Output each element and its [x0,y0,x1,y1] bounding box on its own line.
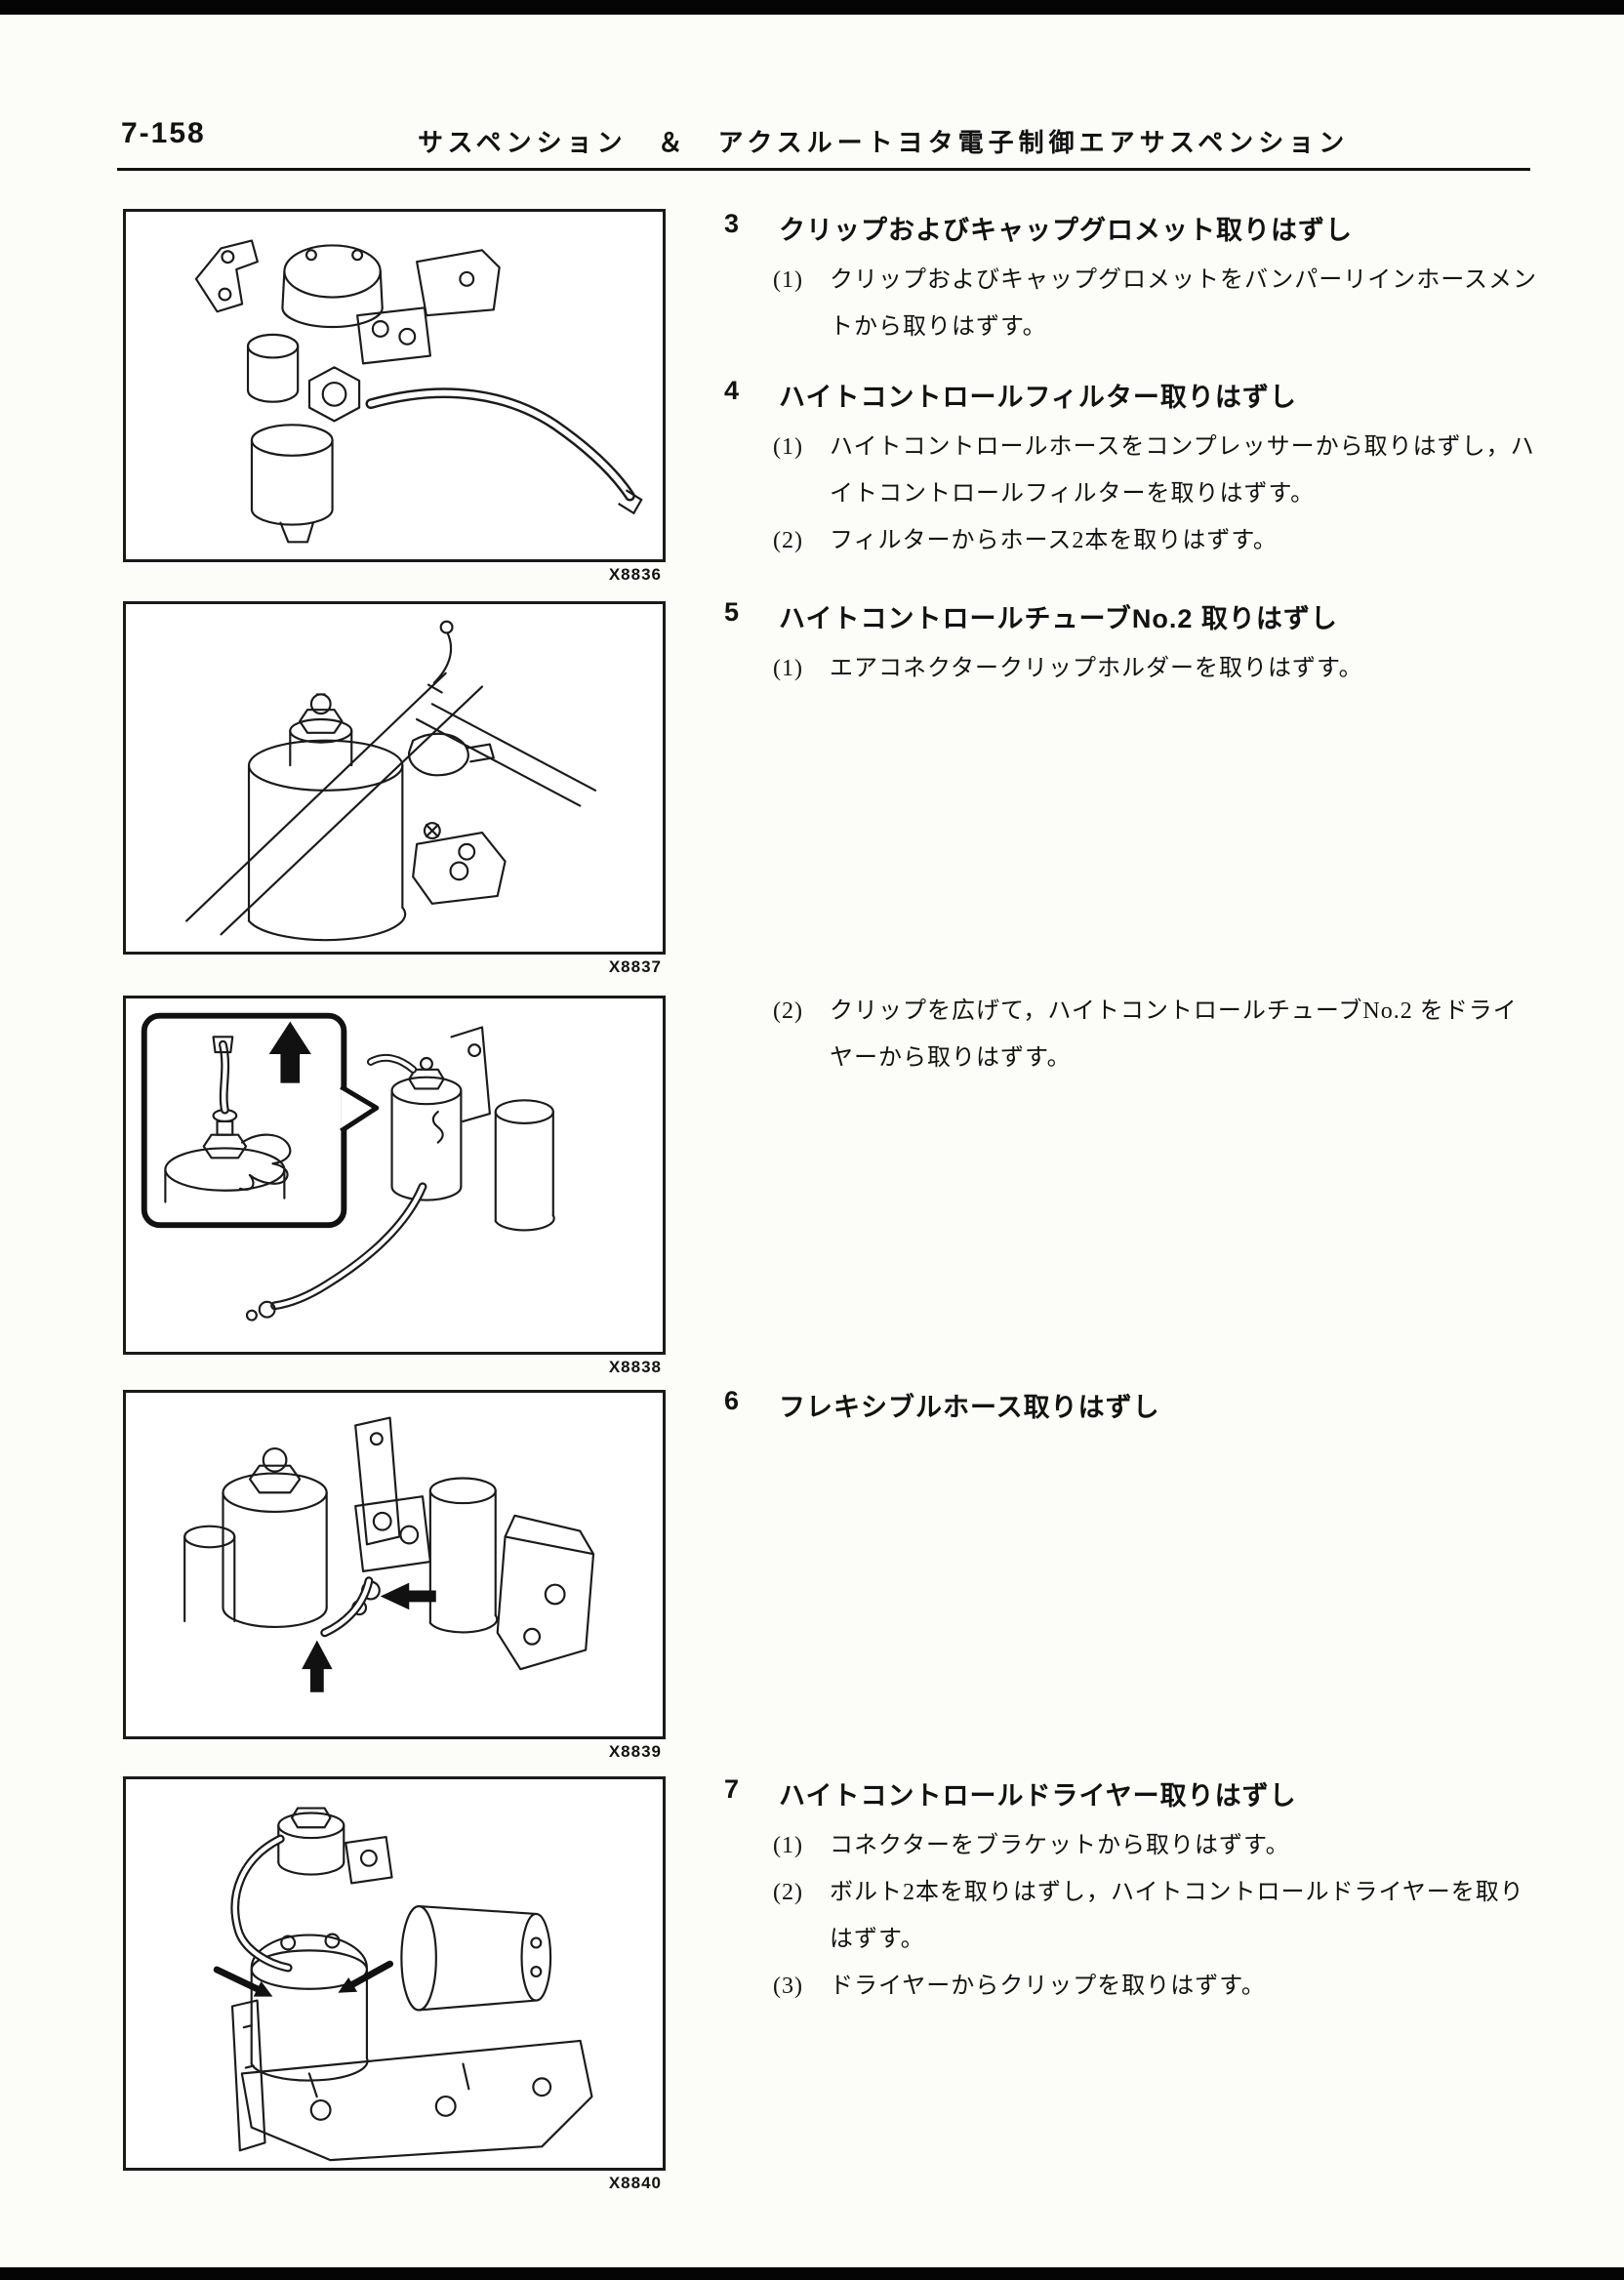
bottom-scan-bar [0,2267,1624,2280]
step-title: クリップおよびキャップグロメット取りはずし [779,216,1353,245]
substep: (1) コネクターをブラケットから取りはずす。 [773,1822,1540,1869]
substep-text: コネクターをブラケットから取りはずす。 [830,1833,1290,1858]
figure-x8836: X8836 [123,209,666,585]
step-number: 4 [724,376,741,405]
inset-callout-frame [141,1012,347,1229]
page-number: 7-158 [121,117,206,149]
substep-label: (3) [773,1974,803,1999]
tube-removal-illustration [141,1012,555,1322]
step-number: 6 [724,1386,741,1415]
substep: (3) ドライヤーからクリップを取りはずす。 [773,1963,1540,2010]
step-7: 7 ハイトコントロールドライヤー取りはずし (1) コネクターをブラケットから取… [724,1774,1540,2010]
substep: (2) クリップを広げて，ハイトコントロールチューブNo.2 をドライヤーから取… [773,988,1540,1081]
step-title: ハイトコントロールチューブNo.2 取りはずし [779,604,1338,633]
step-5-heading: 5 ハイトコントロールチューブNo.2 取りはずし [724,597,1540,635]
top-scan-bar [0,0,1624,15]
figure-frame [123,601,666,955]
figure-x8840: X8840 [123,1776,666,2193]
substep: (1) エアコネクタークリップホルダーを取りはずす。 [773,645,1540,692]
step-5: 5 ハイトコントロールチューブNo.2 取りはずし (1) エアコネクタークリッ… [724,597,1540,692]
substep: (1) クリップおよびキャップグロメットをバンパーリインホースメントから取りはず… [773,257,1540,350]
step-6-heading: 6 フレキシブルホース取りはずし [724,1386,1540,1424]
right-arrow-icon [253,1980,273,1997]
substep-label: (1) [773,434,803,460]
step-title: ハイトコントロールフィルター取りはずし [779,383,1297,412]
dryer-removal-illustration [213,1807,593,2162]
substep-text: エアコネクタークリップホルダーを取りはずす。 [830,656,1363,681]
substep-text: フィルターからホース2本を取りはずす。 [830,528,1278,553]
header-divider [117,168,1530,171]
substep-label: (1) [773,267,803,293]
step-4-heading: 4 ハイトコントロールフィルター取りはずし [724,376,1540,414]
step-6: 6 フレキシブルホース取りはずし [724,1386,1540,1434]
substep-text: ボルト2本を取りはずし，ハイトコントロールドライヤーを取りはずす。 [830,1880,1524,1952]
substep: (2) ボルト2本を取りはずし，ハイトコントロールドライヤーを取りはずす。 [773,1869,1540,1963]
step-5-substep-2: (2) クリップを広げて，ハイトコントロールチューブNo.2 をドライヤーから取… [724,988,1540,1081]
up-arrow-icon [302,1640,333,1692]
figure-frame [123,996,666,1355]
left-arrow-icon [380,1582,436,1610]
step-title: フレキシブルホース取りはずし [779,1393,1160,1422]
substep-text: クリップを広げて，ハイトコントロールチューブNo.2 をドライヤーから取りはずす… [830,998,1518,1071]
figure-code: X8840 [608,2174,662,2192]
callout-pointer [340,1084,380,1133]
substep-label: (1) [773,656,803,681]
left-arrow-icon [338,1976,358,1993]
compressor-assembly-illustration [194,239,643,544]
figure-x8838: X8838 [123,996,666,1377]
figure-x8839: X8839 [123,1390,666,1762]
flexible-hose-illustration [183,1416,595,1692]
substep-text: ドライヤーからクリップを取りはずす。 [830,1974,1266,1999]
step-7-heading: 7 ハイトコントロールドライヤー取りはずし [724,1774,1540,1812]
figure-code: X8839 [608,1742,662,1761]
substep-label: (2) [773,1880,803,1905]
substep: (2) フィルターからホース2本を取りはずす。 [773,517,1540,564]
section-title: サスペンション ＆ アクスルートヨタ電子制御エアサスペンション [418,128,1350,157]
substep-label: (2) [773,528,803,553]
figure-code: X8837 [608,957,662,976]
substep-text: クリップおよびキャップグロメットをバンパーリインホースメントから取りはずす。 [830,267,1537,340]
figure-code: X8838 [608,1358,662,1376]
figure-x8837: X8837 [123,601,666,977]
up-arrow-icon [268,1021,311,1083]
dryer-on-frame-illustration [185,620,597,942]
figure-code: X8836 [608,565,662,584]
step-number: 3 [724,209,741,238]
figure-frame [123,1390,666,1739]
flexible-hose [320,1576,374,1638]
height-control-hose [365,387,635,502]
figure-frame [123,209,666,562]
step-3-and-4: 3 クリップおよびキャップグロメット取りはずし (1) クリップおよびキャップグ… [724,209,1540,564]
step-title: ハイトコントロールドライヤー取りはずし [779,1781,1297,1811]
substep-label: (2) [773,998,803,1024]
substep-label: (1) [773,1833,803,1858]
step-number: 7 [724,1774,741,1804]
step-number: 5 [724,597,741,627]
step-3-heading: 3 クリップおよびキャップグロメット取りはずし [724,209,1540,247]
figure-frame [123,1776,666,2171]
substep: (1) ハイトコントロールホースをコンプレッサーから取りはずし，ハイトコントロー… [773,424,1540,517]
substep-text: ハイトコントロールホースをコンプレッサーから取りはずし，ハイトコントロールフィル… [830,434,1535,507]
